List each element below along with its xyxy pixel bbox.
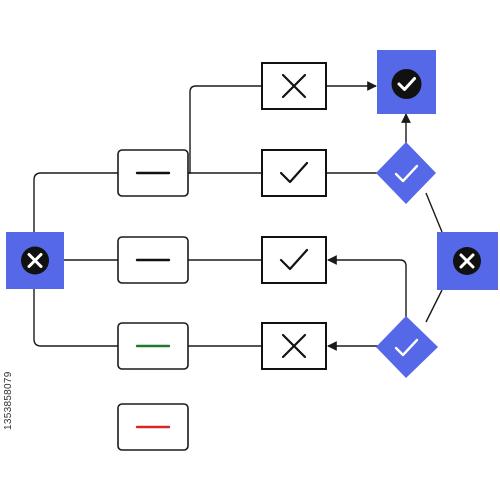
start-node [6,232,64,289]
x-circle-icon [453,247,481,275]
box-x-top [261,62,327,110]
mid-red-box [117,403,189,451]
check-circle-icon [391,69,422,99]
x-icon [281,333,307,359]
decision-diamond-top [376,142,436,204]
decision-diamond-bottom [376,316,438,378]
edge-diamond-top-to-right-node [425,192,443,233]
check-icon [279,161,309,184]
edge-start-to-mid-top [33,172,118,232]
watermark-id: 1353858079 [3,371,14,430]
mid-green-box [117,322,189,370]
edge-mid-top-to-box-x-top [188,85,262,174]
end-node-top [377,50,436,114]
edge-diamond-bottom-to-box-check-2 [327,255,407,318]
box-x-bottom [261,322,327,370]
edges [33,81,443,351]
x-circle-icon [21,246,49,275]
check-icon [394,338,419,357]
mid-top-box [117,149,189,197]
check-icon [394,164,419,183]
mid-middle-box [117,236,189,284]
box-check-2 [261,236,327,284]
right-node [437,232,498,290]
check-icon [279,248,309,271]
edge-right-node-to-diamond-bottom [425,289,443,323]
x-icon [281,73,307,99]
edge-start-to-mid-green [33,289,118,347]
box-check-1 [261,149,327,197]
